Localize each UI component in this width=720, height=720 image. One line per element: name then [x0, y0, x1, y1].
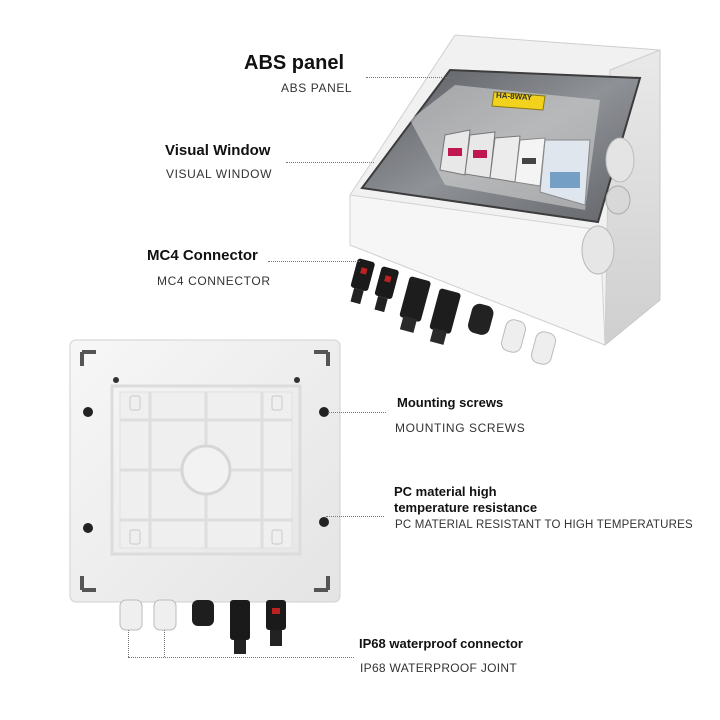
ip68-subtitle: IP68 WATERPROOF JOINT — [360, 661, 517, 675]
mounting-leader — [328, 412, 386, 413]
combiner-box-front — [349, 34, 661, 365]
ip68-leader — [128, 657, 354, 658]
combiner-box-back — [69, 339, 341, 654]
breaker-red-switch — [448, 148, 462, 156]
pc-material-title-line1: PC material high — [394, 484, 497, 499]
mounting-title: Mounting screws — [397, 395, 504, 410]
ip68-leader-drop-2 — [164, 630, 165, 657]
mc4-title: MC4 Connector — [147, 247, 258, 264]
pc-material-subtitle: PC MATERIAL RESISTANT TO HIGH TEMPERATUR… — [395, 519, 693, 531]
visual-window-subtitle: VISUAL WINDOW — [166, 167, 273, 181]
mc4-subtitle: MC4 CONNECTOR — [157, 274, 271, 288]
mounting-hole — [319, 517, 329, 527]
mounting-hole — [319, 407, 329, 417]
pc-material-leader — [326, 516, 384, 517]
abs-panel-subtitle: ABS PANEL — [281, 81, 353, 95]
ip68-leader-drop-1 — [128, 630, 129, 657]
model-tag — [491, 91, 546, 111]
abs-panel-leader — [366, 77, 454, 78]
ip68-title: IP68 waterproof connector — [359, 636, 523, 651]
ip68-connectors — [119, 599, 286, 654]
abs-panel-title: ABS panel — [244, 52, 345, 74]
pc-material-title-line2: temperature resistance — [394, 500, 538, 515]
mounting-hole — [83, 407, 93, 417]
mounting-subtitle: MOUNTING SCREWS — [395, 421, 526, 435]
mc4-connectors — [350, 258, 557, 365]
visual-window-leader — [286, 162, 374, 163]
breaker-red-switch — [473, 150, 487, 158]
visual-window-title: Visual Window — [165, 142, 271, 159]
mc4-leader — [268, 261, 360, 262]
mounting-hole — [83, 523, 93, 533]
